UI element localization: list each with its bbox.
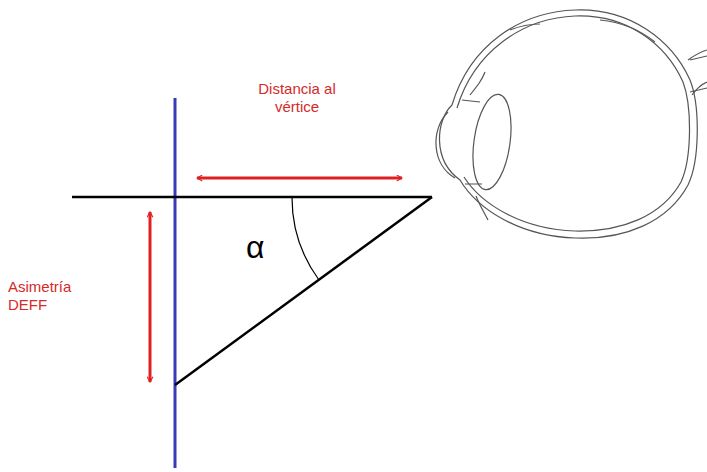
dimension-label: Distancia al vértice — [252, 80, 342, 116]
asymmetry-arrow — [149, 212, 152, 382]
gaze-line — [175, 197, 432, 385]
angle-label: α — [246, 228, 276, 266]
angle-arc — [292, 197, 319, 280]
optical-axis — [72, 196, 432, 199]
eye-illustration — [436, 10, 707, 238]
vertex-distance-arrow — [197, 177, 402, 180]
dimension-label: Asimetría DEFF — [8, 278, 88, 314]
lens-plane — [174, 98, 177, 468]
